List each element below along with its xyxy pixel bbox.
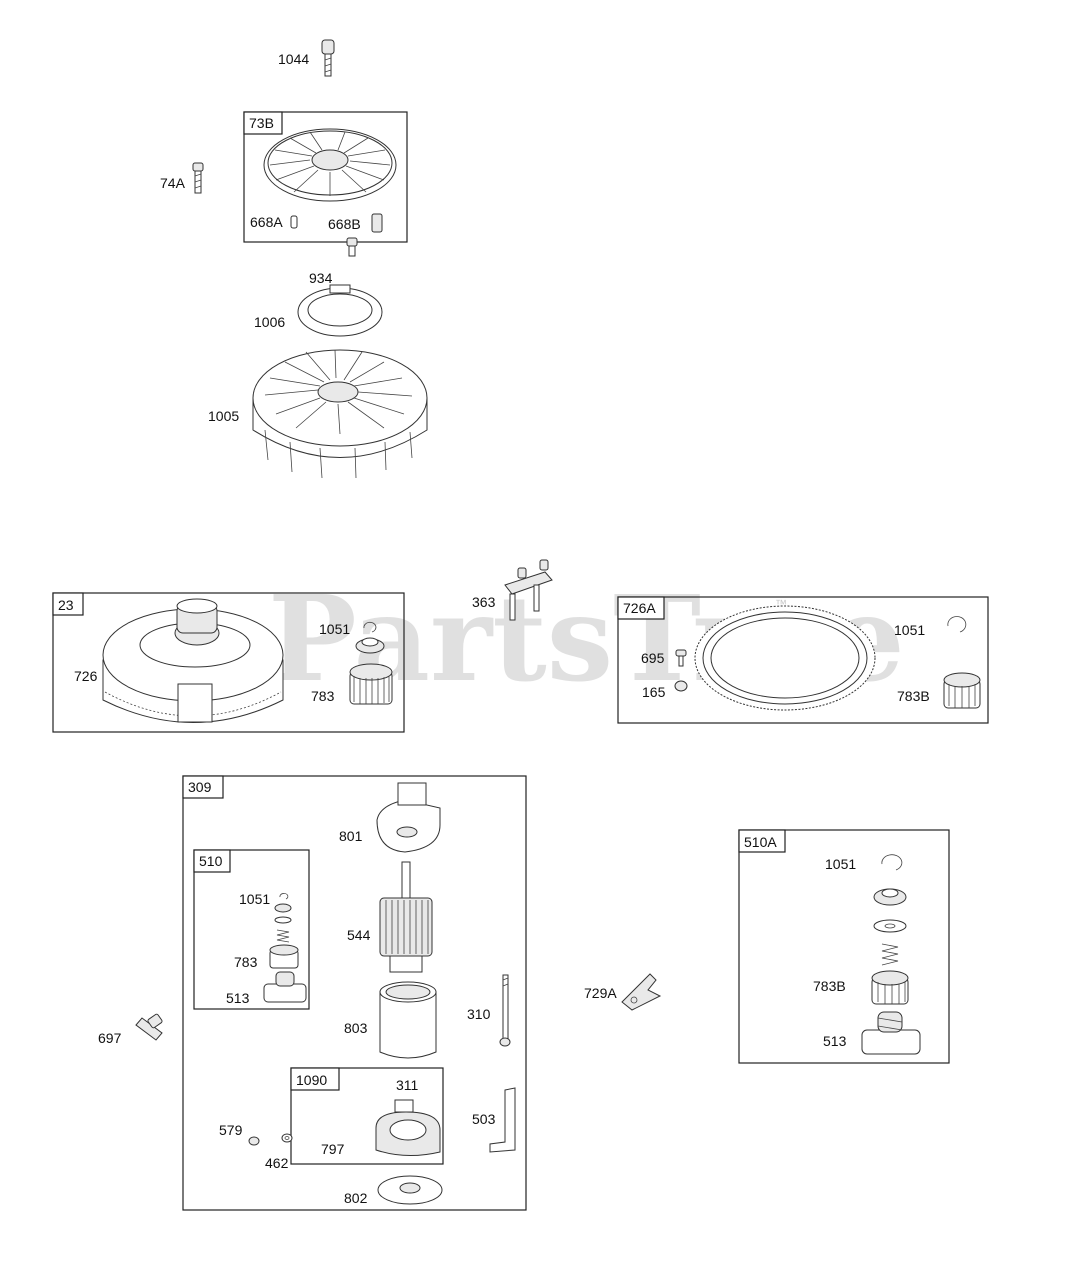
part-165-nut[interactable] — [674, 680, 688, 692]
label-668B: 668B — [328, 216, 361, 232]
label-579: 579 — [219, 1122, 243, 1138]
part-1051-clip-510A[interactable] — [881, 854, 903, 871]
label-697: 697 — [98, 1030, 122, 1046]
part-1005-fan[interactable] — [252, 349, 428, 479]
part-668A[interactable] — [290, 215, 298, 229]
group-box-73B — [243, 111, 408, 243]
label-311: 311 — [396, 1077, 419, 1093]
part-783-gear[interactable] — [349, 663, 393, 705]
part-363-bracket[interactable] — [504, 559, 553, 621]
label-165: 165 — [642, 684, 666, 700]
part-1051-clip-510[interactable] — [274, 893, 292, 924]
label-783B-510A: 783B — [813, 978, 846, 994]
part-1044-bolt[interactable] — [321, 39, 335, 77]
part-803-housing[interactable] — [379, 981, 437, 1059]
label-802: 802 — [344, 1190, 368, 1206]
part-697-bolt[interactable] — [135, 1013, 163, 1041]
part-1051-cap-23[interactable] — [355, 637, 385, 654]
label-363: 363 — [472, 594, 496, 610]
label-503: 503 — [472, 1111, 496, 1127]
group-label-23: 23 — [58, 597, 74, 613]
label-726: 726 — [74, 668, 98, 684]
part-1051-clip-23[interactable] — [363, 621, 377, 633]
part-1006-ring[interactable] — [297, 284, 383, 337]
group-label-726A: 726A — [623, 600, 656, 616]
label-783B-726A: 783B — [897, 688, 930, 704]
part-1051-clip-726A[interactable] — [947, 616, 967, 633]
label-1051-510: 1051 — [239, 891, 270, 907]
label-783-510: 783 — [234, 954, 258, 970]
label-797: 797 — [321, 1141, 345, 1157]
part-503-strap[interactable] — [489, 1087, 516, 1153]
label-695: 695 — [641, 650, 665, 666]
label-310: 310 — [467, 1006, 491, 1022]
part-spring-510[interactable] — [276, 929, 290, 943]
group-box-510A — [738, 829, 950, 1064]
part-74A-screw[interactable] — [192, 162, 204, 194]
part-462-washer[interactable] — [281, 1133, 293, 1143]
group-label-309: 309 — [188, 779, 212, 795]
label-803: 803 — [344, 1020, 368, 1036]
part-73B-screen[interactable] — [263, 128, 397, 202]
group-tag-309 — [182, 775, 224, 799]
label-668A: 668A — [250, 214, 283, 230]
label-729A: 729A — [584, 985, 617, 1001]
part-513-drive-510A[interactable] — [861, 1011, 921, 1055]
label-934: 934 — [309, 270, 333, 286]
group-box-309 — [182, 775, 527, 1211]
group-tag-510 — [193, 849, 231, 873]
part-washer-510A[interactable] — [873, 919, 907, 933]
group-box-510 — [193, 849, 310, 1010]
part-783-gear-510[interactable] — [269, 944, 299, 969]
part-310-thru-bolt[interactable] — [499, 974, 511, 1047]
part-513-drive-510[interactable] — [263, 971, 307, 1003]
group-label-73B: 73B — [249, 115, 274, 131]
label-801: 801 — [339, 828, 363, 844]
group-label-1090: 1090 — [296, 1072, 327, 1088]
part-797-brush-holder[interactable] — [375, 1099, 441, 1157]
part-726-flywheel[interactable] — [102, 598, 284, 723]
part-spring-510A[interactable] — [881, 943, 899, 966]
part-802-end-plate[interactable] — [377, 1175, 443, 1205]
part-729A-bracket[interactable] — [621, 973, 662, 1011]
part-668B[interactable] — [371, 213, 383, 233]
label-1051-510A: 1051 — [825, 856, 856, 872]
group-label-510: 510 — [199, 853, 223, 869]
group-tag-23 — [52, 592, 84, 616]
label-783: 783 — [311, 688, 335, 704]
group-tag-726A — [617, 596, 665, 620]
group-tag-73B — [243, 111, 283, 135]
label-1051-23: 1051 — [319, 621, 350, 637]
label-74A: 74A — [160, 175, 186, 191]
part-726A-ring-gear[interactable] — [694, 605, 876, 711]
part-695-screw[interactable] — [675, 649, 687, 667]
part-801-end-plate[interactable] — [376, 782, 441, 853]
group-tag-1090 — [290, 1067, 340, 1091]
label-513-510A: 513 — [823, 1033, 847, 1049]
label-1005: 1005 — [208, 408, 239, 424]
part-783B-gear-726A[interactable] — [943, 672, 981, 709]
group-box-23 — [52, 592, 405, 733]
group-box-726A — [617, 596, 989, 724]
label-1051-726A: 1051 — [894, 622, 925, 638]
part-cap-510A[interactable] — [873, 888, 907, 906]
part-934-bolt[interactable] — [346, 237, 358, 257]
part-544-armature[interactable] — [379, 861, 433, 973]
label-513-510: 513 — [226, 990, 250, 1006]
label-544: 544 — [347, 927, 371, 943]
label-1044: 1044 — [278, 51, 309, 67]
group-tag-510A — [738, 829, 786, 853]
group-box-1090 — [290, 1067, 444, 1165]
group-label-510A: 510A — [744, 834, 777, 850]
part-783B-gear-510A[interactable] — [871, 970, 909, 1005]
label-462: 462 — [265, 1155, 289, 1171]
label-1006: 1006 — [254, 314, 285, 330]
part-579-nut[interactable] — [248, 1136, 260, 1146]
